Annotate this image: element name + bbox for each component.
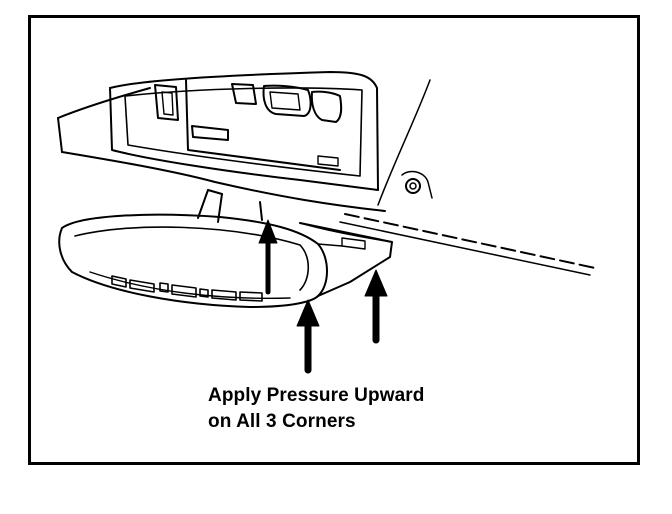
- fastener: [401, 170, 433, 199]
- arrow-center: [258, 219, 278, 295]
- mirror-housing: [58, 213, 393, 308]
- instruction-caption-line-1: Apply Pressure Upward: [208, 385, 425, 406]
- arrow-right: [364, 269, 388, 344]
- button-strip: [111, 275, 263, 302]
- overhead-console: [109, 71, 379, 191]
- diagram-frame: [28, 15, 640, 465]
- pressure-arrows: [258, 219, 388, 374]
- instruction-caption-line-2: on All 3 Corners: [208, 411, 356, 432]
- arrow-left: [296, 299, 320, 374]
- headliner: [57, 79, 596, 276]
